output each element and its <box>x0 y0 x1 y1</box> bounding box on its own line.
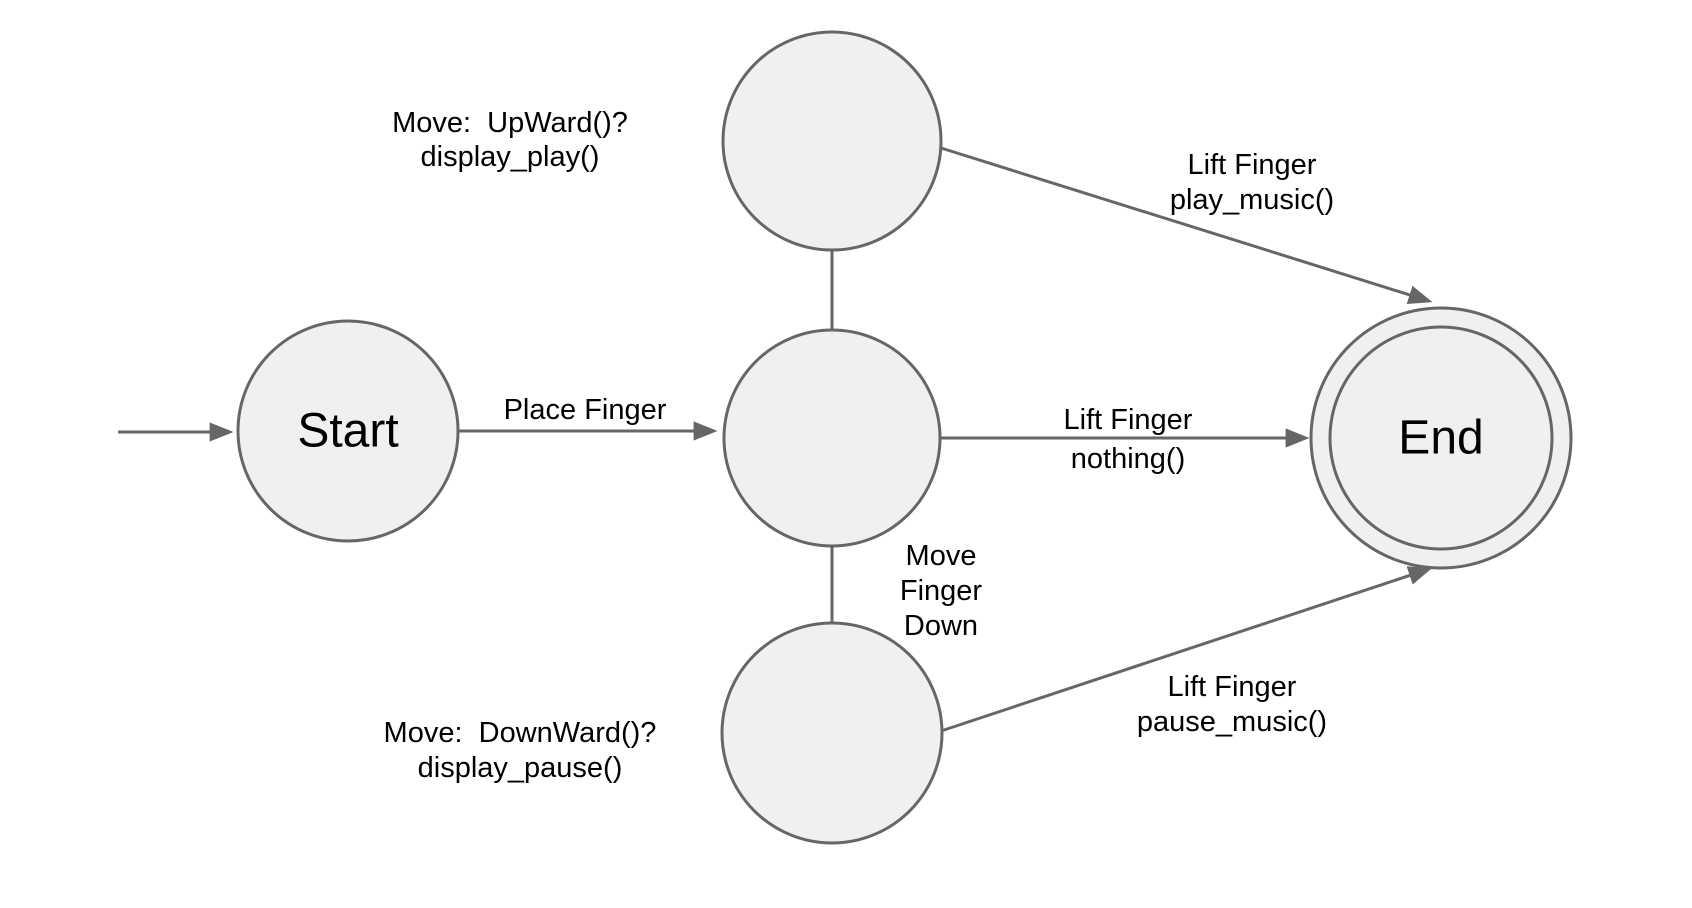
state-moved-down <box>720 621 944 845</box>
state-end-label: End <box>1398 412 1483 465</box>
state-end-inner <box>1328 325 1554 551</box>
edge-lift-play <box>940 146 1433 305</box>
edge-move-up-annotation-line2: display_play() <box>421 141 600 173</box>
edge-move-up-annotation-line1: Move: UpWard()? <box>392 107 628 139</box>
edge-place-finger-label: Place Finger <box>504 394 667 426</box>
edge-move-down-label-line2: Finger <box>900 575 983 607</box>
edge-move-down-annotation-line1: Move: DownWard()? <box>384 717 657 749</box>
edge-lift-nothing-label-line1: Lift Finger <box>1064 404 1193 436</box>
edge-lift-nothing-label-line2: nothing() <box>1071 443 1185 475</box>
edge-lift-pause-label-line1: Lift Finger <box>1168 671 1297 703</box>
edge-move-down-annotation-line2: display_pause() <box>418 752 623 784</box>
state-moved-up <box>721 30 943 252</box>
edge-lift-play-label-line2: play_music() <box>1170 184 1334 216</box>
edge-lift-pause-label-line2: pause_music() <box>1137 706 1327 738</box>
edge-lift-pause <box>940 566 1433 733</box>
state-start-label: Start <box>297 405 398 458</box>
edge-move-down-label-line3: Down <box>904 610 978 642</box>
edge-move-down-label-line1: Move <box>906 540 977 572</box>
edge-lift-play-label-line1: Lift Finger <box>1188 149 1317 181</box>
state-start <box>236 319 460 543</box>
state-finger-placed <box>722 328 942 548</box>
